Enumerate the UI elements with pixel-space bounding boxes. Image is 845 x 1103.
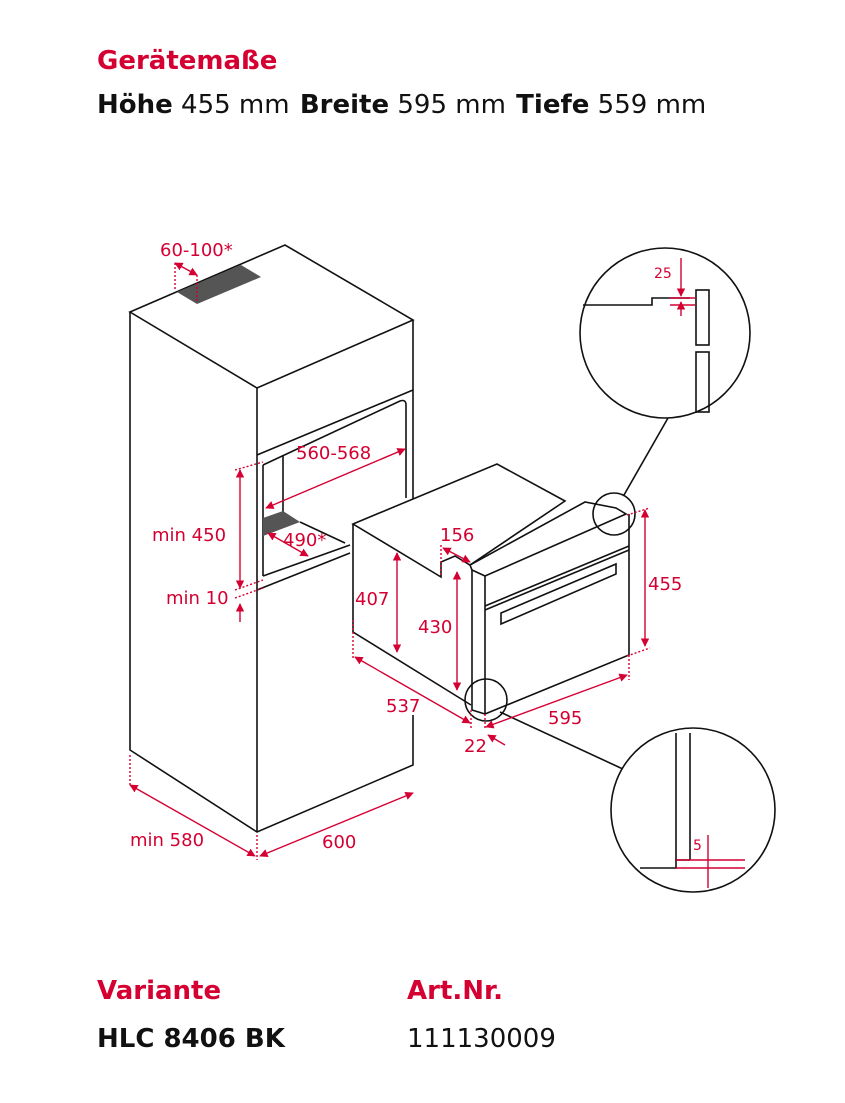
dimension-labels: 60-100* 560-568 min 450 490* min 10 min … [130, 240, 702, 854]
vent-label: 60-100* [160, 240, 233, 261]
notch-label: 156 [440, 525, 474, 546]
oven-depth-label: 537 [386, 696, 420, 717]
width-value: 595 mm [397, 90, 506, 120]
dimensions-line: Höhe 455 mm Breite 595 mm Tiefe 559 mm [97, 90, 708, 120]
variant-heading: Variante [97, 976, 222, 1006]
detail-top-label: 25 [654, 266, 672, 282]
cabinet-depth-label: min 580 [130, 830, 204, 851]
oven [351, 247, 776, 893]
detail-bottom-label: 5 [693, 838, 702, 854]
cabinet [128, 244, 415, 833]
total-height-label: 455 [648, 574, 682, 595]
niche-width-label: 560-568 [296, 443, 371, 464]
height-label: Höhe [97, 90, 173, 120]
floor-depth-label: 490* [283, 530, 326, 551]
body-height-label: 430 [418, 617, 452, 638]
article-value: 111130009 [407, 1024, 556, 1054]
height-value: 455 mm [181, 90, 290, 120]
depth-value: 559 mm [597, 90, 707, 120]
section-title: Gerätemaße [97, 46, 278, 76]
min-gap-label: min 10 [166, 588, 229, 609]
variant-value: HLC 8406 BK [97, 1024, 285, 1054]
depth-label: Tiefe [516, 90, 590, 120]
oven-width-label: 595 [548, 708, 582, 729]
vent-opening [177, 265, 261, 304]
side-height-label: 407 [355, 589, 389, 610]
front-thickness-label: 22 [464, 736, 487, 757]
dimension-lines [129, 258, 745, 888]
cabinet-width-label: 600 [322, 832, 356, 853]
niche-height-label: min 450 [152, 525, 226, 546]
article-heading: Art.Nr. [407, 976, 504, 1006]
width-label: Breite [299, 90, 390, 120]
